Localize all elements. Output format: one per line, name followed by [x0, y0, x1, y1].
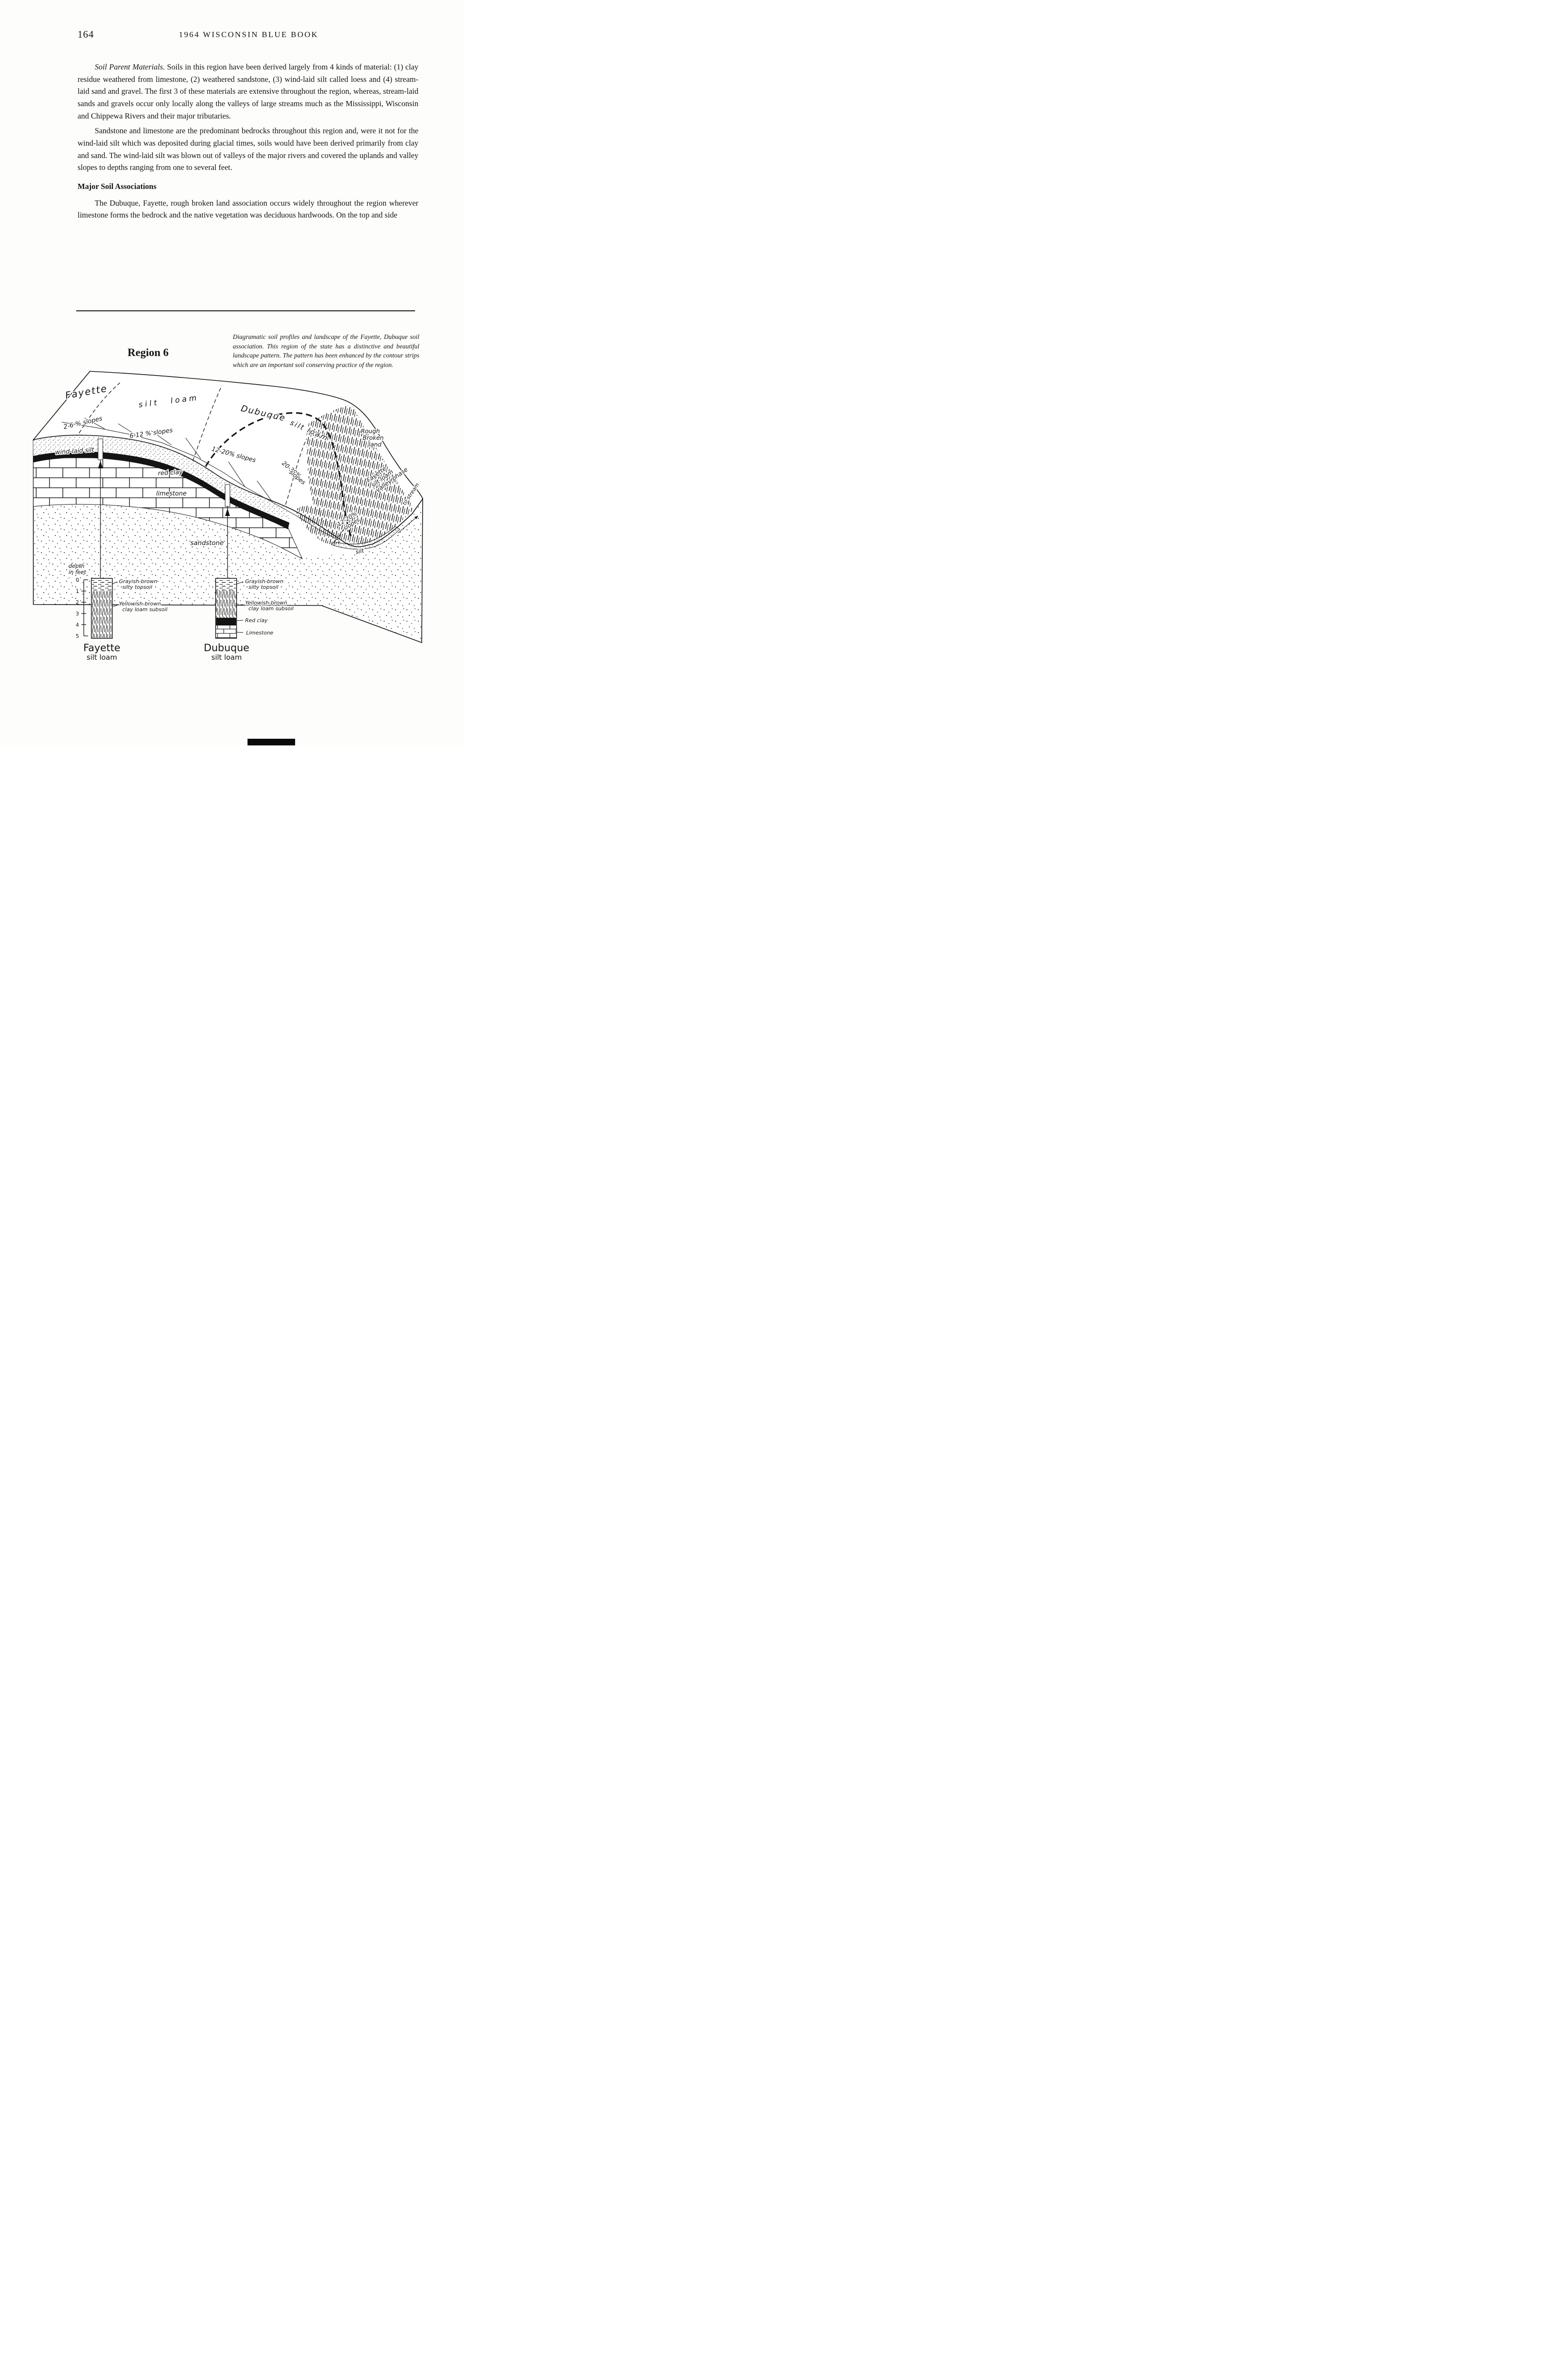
fayette-topsoil-label-2: silty topsoil: [122, 584, 152, 590]
depth-tick-2: 2: [76, 599, 79, 605]
sandstone-layer: [33, 500, 423, 643]
dubuque-limestone-label: Limestone: [246, 630, 273, 636]
silt-label: silt: [355, 547, 365, 555]
valley-side-hachures: [295, 506, 341, 545]
rough-broken-hachures: [307, 405, 414, 545]
depth-tick-4: 4: [76, 622, 79, 628]
dubuque-subsoil-label-1: Yellowish-brown: [245, 600, 287, 606]
soil-block-diagram: depth in feet 0 1 2 3 4 5 Grayish-brown …: [32, 371, 423, 662]
depth-tick-3: 3: [76, 611, 79, 617]
sandstone-label: sandstone: [190, 539, 224, 547]
dubuque-connector: [225, 484, 230, 578]
dubuque-subsoil-label-2: clay loam subsoil: [248, 605, 294, 612]
boundary-6-12: [192, 385, 222, 461]
depth-tick-5: 5: [76, 633, 79, 639]
fayette-subsoil-label-2: clay loam subsoil: [122, 606, 168, 613]
depth-tick-1: 1: [76, 588, 79, 595]
dubuque-profile-subname: silt loam: [211, 653, 242, 662]
divider-rule: [76, 310, 415, 311]
boundary-2-6: [79, 382, 120, 434]
dubuque-stake: [225, 484, 230, 507]
stream-tributaries: [84, 417, 273, 502]
boundary-fayette-dubuque: [205, 412, 352, 537]
depth-label-2: in feet: [69, 569, 86, 575]
to-stream-arrow: [397, 516, 418, 534]
fayette-subsoil-label-1: Yellowish-brown: [119, 601, 161, 607]
paragraph-bedrocks: Sandstone and limestone are the predomin…: [78, 126, 418, 172]
stream-main: [61, 422, 339, 541]
paragraph-soil-parent-materials: Soil Parent Materials. Soils in this reg…: [78, 61, 418, 122]
running-header: 1964 WISCONSIN BLUE BOOK: [178, 30, 319, 39]
dubuque-redclay-label: Red clay: [245, 617, 268, 624]
fayette-connector: [98, 438, 103, 578]
fayette-profile-name: Fayette: [83, 642, 120, 654]
paragraph-associations: The Dubuque, Fayette, rough broken land …: [78, 198, 418, 220]
dubuque-profile-name: Dubuque: [204, 642, 249, 654]
fayette-topsoil-label-1: Grayish-brown: [119, 578, 157, 585]
body-text: Soil Parent Materials. Soils in this reg…: [78, 61, 418, 221]
figure-caption: Diagramatic soil profiles and landscape …: [233, 333, 419, 368]
wind-laid-silt-layer: [33, 435, 289, 519]
rough-broken-label-2: Broken: [363, 434, 384, 441]
fayette-stake: [98, 438, 103, 460]
book-page: 164 1964 WISCONSIN BLUE BOOK Soil Parent…: [0, 0, 464, 745]
depth-tick-0: 0: [76, 577, 79, 583]
limestone-label: limestone: [156, 490, 187, 497]
scan-artifact: [248, 739, 295, 745]
dubuque-topsoil-label-1: Grayish-brown: [245, 578, 283, 585]
section-heading: Major Soil Associations: [78, 181, 157, 191]
stream-lines: [61, 417, 339, 541]
rough-broken-label-3: land: [369, 441, 382, 448]
red-clay-label: red clay: [158, 469, 183, 477]
fayette-profile-column: Grayish-brown silty topsoil Yellowish-br…: [83, 577, 168, 662]
fayette-profile-subname: silt loam: [87, 653, 117, 662]
dubuque-topsoil-label-2: silty topsoil: [248, 584, 278, 590]
figure-region-label: Region 6: [128, 347, 169, 358]
red-clay-layer: [33, 451, 289, 529]
para1-lead-italic: Soil Parent Materials.: [95, 62, 165, 71]
para1-rest: Soils in this region have been derived l…: [78, 62, 418, 120]
dubuque-profile-column: Grayish-brown silty topsoil Yellowish-br…: [204, 577, 295, 662]
depth-scale: depth in feet 0 1 2 3 4 5: [69, 563, 88, 639]
boundary-12-20: [285, 438, 307, 505]
dubuque-up-arrow-icon: [225, 508, 230, 516]
depth-label-1: depth: [69, 563, 84, 569]
page-number: 164: [78, 29, 94, 40]
rough-broken-label-1: Rough: [361, 427, 380, 435]
fayette-up-arrow-icon: [98, 461, 103, 468]
